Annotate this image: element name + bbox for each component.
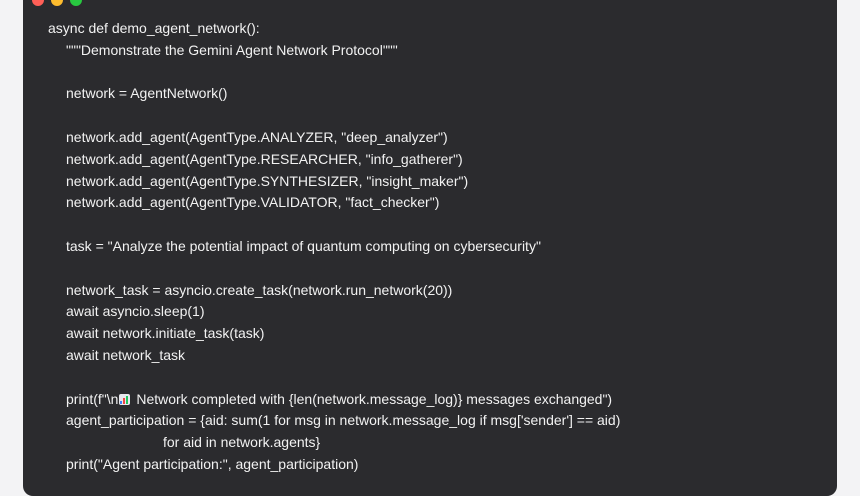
code-line-5 — [48, 105, 620, 127]
code-line-14: await asyncio.sleep(1) — [66, 303, 205, 320]
minimize-button[interactable] — [51, 0, 63, 6]
code-line-10 — [48, 214, 620, 236]
code-line-21: print("Agent participation:", agent_part… — [66, 455, 359, 472]
print-line-rest: Network completed with {len(network.mess… — [132, 390, 613, 407]
code-line-20: for aid in network.agents} — [163, 434, 321, 451]
code-line-9: network.add_agent(AgentType.VALIDATOR, "… — [66, 194, 440, 211]
code-line-3 — [48, 62, 620, 84]
code-line-6: network.add_agent(AgentType.ANALYZER, "d… — [66, 128, 448, 145]
bar-chart-icon — [119, 393, 131, 405]
code-line-2: """Demonstrate the Gemini Agent Network … — [66, 41, 398, 58]
code-block: async def demo_agent_network(): """Demon… — [48, 18, 620, 476]
code-line-19: agent_participation = {aid: sum(1 for ms… — [66, 412, 621, 429]
code-line-11: task = "Analyze the potential impact of … — [66, 237, 541, 254]
code-line-16: await network_task — [66, 346, 186, 363]
code-line-4: network = AgentNetwork() — [66, 85, 228, 102]
code-line-8: network.add_agent(AgentType.SYNTHESIZER,… — [66, 172, 469, 189]
code-line-12 — [48, 258, 620, 280]
code-line-13: network_task = asyncio.create_task(netwo… — [66, 281, 453, 298]
code-line-18: print(f"\n Network completed with {len(n… — [48, 389, 620, 411]
print-line-start: print(f"\n — [66, 390, 119, 407]
close-button[interactable] — [32, 0, 44, 6]
zoom-button[interactable] — [70, 0, 82, 6]
code-window: async def demo_agent_network(): """Demon… — [23, 0, 837, 496]
code-line-7: network.add_agent(AgentType.RESEARCHER, … — [66, 150, 463, 167]
window-controls — [32, 0, 82, 6]
code-line-17 — [48, 367, 620, 389]
code-line-1: async def demo_agent_network(): — [48, 20, 260, 36]
code-line-15: await network.initiate_task(task) — [66, 325, 265, 342]
